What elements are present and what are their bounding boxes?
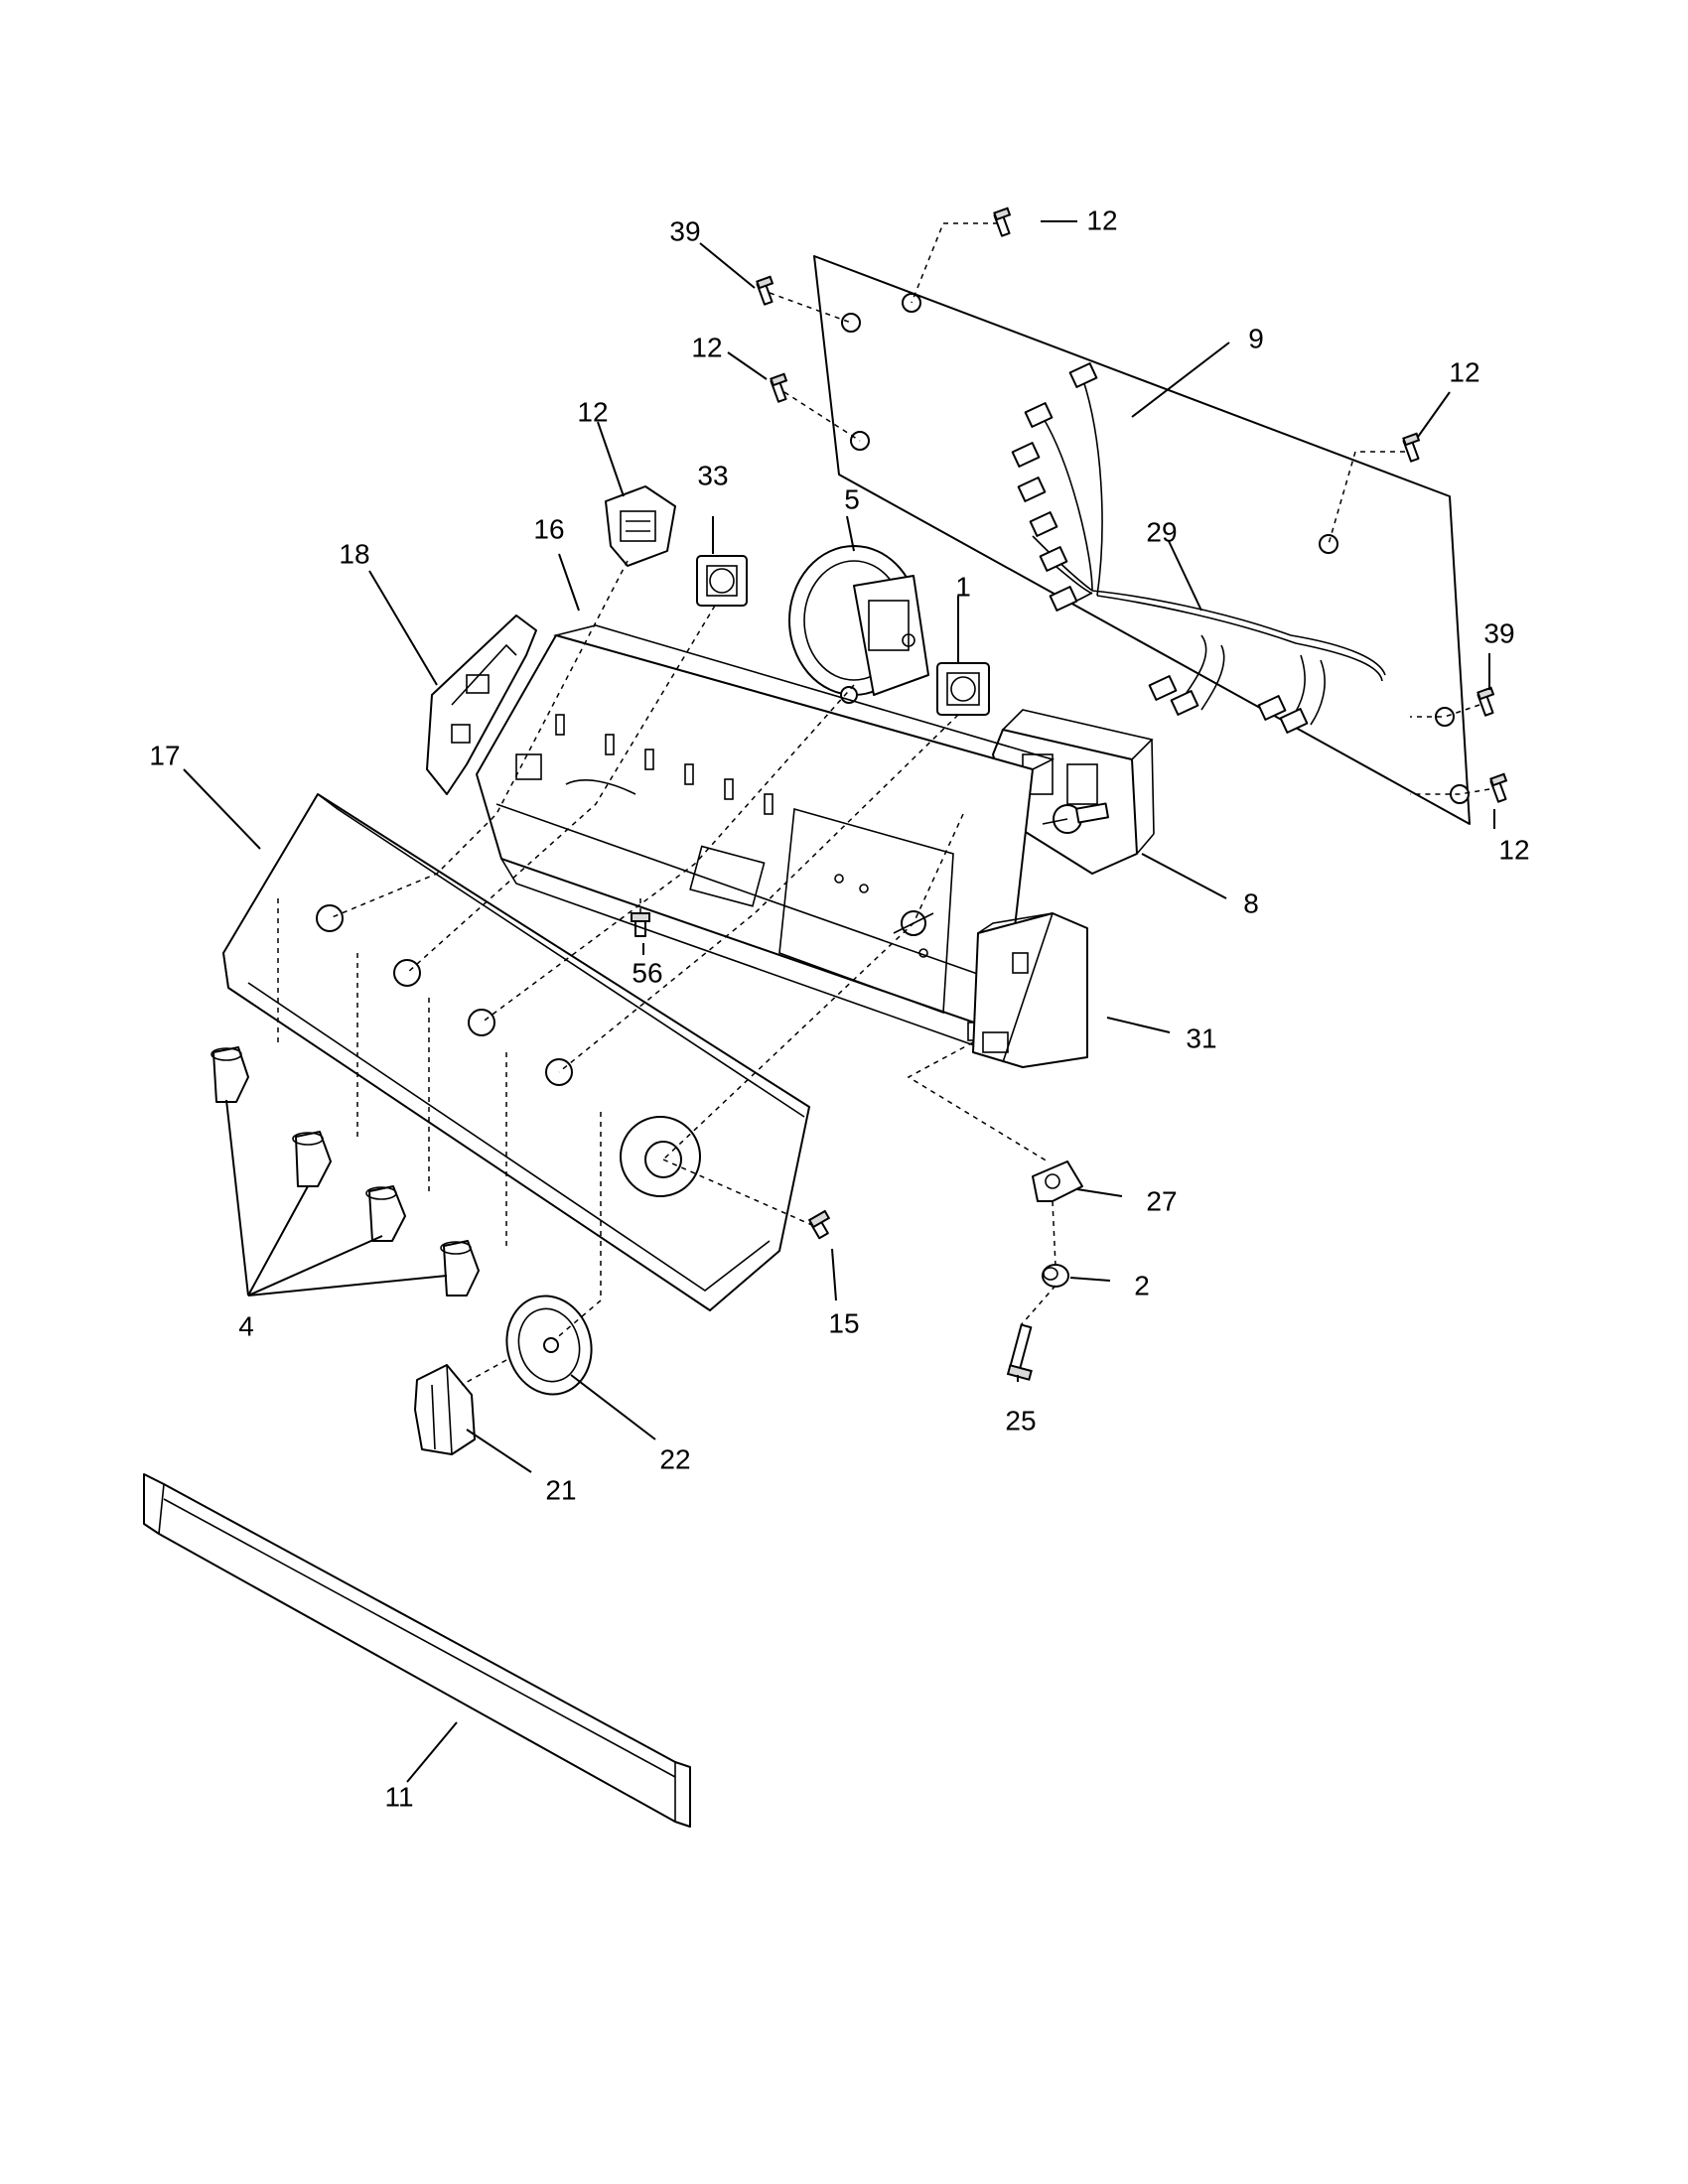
callout-2: 2: [1134, 1270, 1150, 1300]
control-panel: [222, 793, 810, 1311]
callout-27: 27: [1146, 1185, 1177, 1216]
knob-21: [414, 1364, 476, 1455]
screw-22: [1006, 1323, 1033, 1381]
switch-1: [936, 662, 990, 716]
timer: [992, 709, 1155, 875]
callout-22: 25: [1005, 1405, 1036, 1435]
callout-8: 8: [1243, 887, 1259, 918]
callout-20: 18: [339, 538, 369, 569]
callout-39-top: 39: [669, 215, 700, 246]
right-end-cap: [972, 912, 1088, 1068]
dial-25: [505, 1295, 593, 1396]
callout-31: 31: [1186, 1023, 1216, 1053]
switch-33: [696, 555, 748, 607]
callout-25: 22: [659, 1443, 690, 1474]
callout-11: 11: [384, 1781, 413, 1812]
screw-16: [807, 1209, 831, 1240]
alignment-lines: [277, 222, 1490, 1386]
console-frame: [476, 624, 1055, 1059]
callout-9: 9: [1248, 323, 1264, 353]
wire-harness: [1011, 362, 1386, 734]
callout-12-bottom: 12: [1498, 834, 1529, 865]
selector-switch: [788, 545, 929, 704]
callout-29: 29: [1146, 516, 1177, 547]
screw-12-right: [1402, 432, 1421, 463]
callout-12-right: 12: [1449, 356, 1479, 387]
callout-18: 17: [149, 740, 180, 770]
switch-15: [605, 485, 676, 567]
callout-4: 4: [238, 1310, 254, 1341]
callout-56: 56: [632, 957, 662, 988]
slider-slots: [555, 714, 774, 815]
callout-12-left: 12: [691, 332, 722, 362]
knob-2: [292, 1131, 332, 1187]
callout-1: 1: [955, 571, 971, 602]
screw-12-top: [993, 206, 1012, 237]
callout-12-top: 12: [1086, 205, 1117, 235]
knob-4: [440, 1240, 480, 1297]
callout-16: 15: [828, 1307, 859, 1338]
trim-strip: [143, 1473, 691, 1828]
screw-12-bottom: [1489, 772, 1508, 803]
callout-39-right: 39: [1483, 617, 1514, 648]
spacer-2: [1042, 1264, 1069, 1288]
left-end-cap: [426, 614, 537, 795]
screw-39-right: [1477, 686, 1495, 717]
screw-12-left: [770, 372, 788, 403]
bracket-27: [1032, 1160, 1083, 1202]
callout-labels: 12 39 12 9 12 12 33 5 16 18 29 1 39 12 1…: [149, 205, 1529, 1812]
callout-15: 12: [577, 396, 608, 427]
callout-5: 5: [844, 483, 860, 514]
leader-lines: [183, 220, 1495, 1783]
screw-39-top: [756, 275, 774, 306]
callout-33: 33: [697, 460, 728, 490]
rear-panel: [813, 255, 1471, 825]
knob-1: [211, 1046, 249, 1103]
callout-21: 21: [545, 1474, 576, 1505]
callout-17: 16: [533, 513, 564, 544]
knob-3: [365, 1185, 406, 1242]
